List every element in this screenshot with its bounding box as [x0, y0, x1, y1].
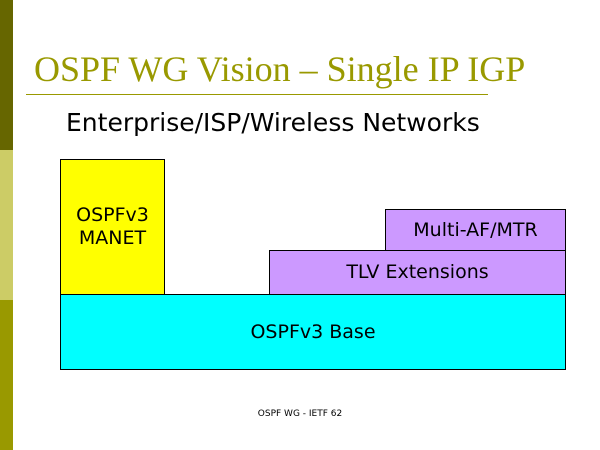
base-label: OSPFv3 Base: [250, 320, 376, 343]
tlv-label: TLV Extensions: [346, 261, 489, 284]
block-multi-af-mtr: Multi-AF/MTR: [385, 209, 566, 251]
side-bar-top: [0, 0, 13, 150]
block-ospfv3-base: OSPFv3 Base: [60, 294, 566, 370]
block-tlv-extensions: TLV Extensions: [269, 250, 566, 295]
manet-line-2: MANET: [78, 227, 147, 249]
side-bar-bottom: [0, 300, 13, 450]
slide-subtitle: Enterprise/ISP/Wireless Networks: [66, 108, 480, 137]
side-bar-middle: [0, 150, 13, 300]
title-divider: [26, 94, 488, 95]
multi-af-label: Multi-AF/MTR: [413, 218, 538, 241]
manet-line-1: OSPFv3: [76, 204, 149, 227]
slide-footer: OSPF WG - IETF 62: [257, 409, 343, 419]
slide-title: OSPF WG Vision – Single IP IGP: [34, 49, 526, 89]
